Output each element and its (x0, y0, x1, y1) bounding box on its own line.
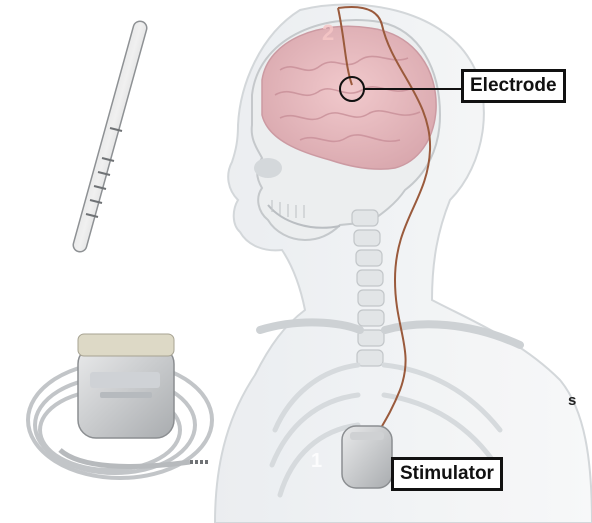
pulse-generator-icon (28, 334, 212, 478)
brain-site-marker: 2 (322, 20, 334, 46)
implanted-stimulator (342, 426, 392, 488)
stimulator-label: Stimulator (391, 457, 503, 491)
stray-letter: s (568, 392, 576, 409)
electrode-label: Electrode (461, 69, 566, 103)
eye-socket (254, 158, 282, 178)
electrode-lead-icon (80, 28, 140, 245)
implant-site-marker: 1 (311, 450, 322, 473)
